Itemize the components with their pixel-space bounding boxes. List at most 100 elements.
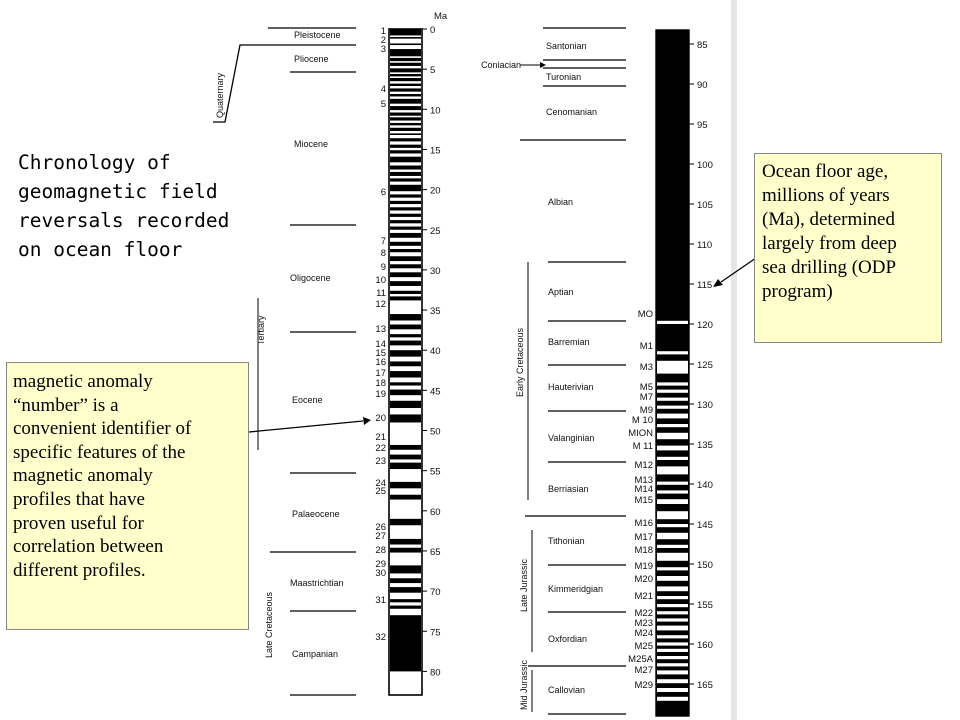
left-age-tick-label: 80 bbox=[430, 667, 441, 678]
right-anomaly-label: M25 bbox=[635, 641, 653, 652]
left-polarity-band bbox=[390, 605, 421, 609]
right-polarity-band bbox=[657, 424, 688, 428]
right-polarity-band bbox=[657, 544, 688, 548]
left-age-tick-label: 30 bbox=[430, 266, 441, 277]
left-anomaly-number: 6 bbox=[381, 187, 386, 198]
right-polarity-band bbox=[657, 351, 688, 355]
left-anomaly-number: 1 bbox=[381, 26, 386, 37]
right-polarity-band bbox=[657, 389, 688, 393]
left-anomaly-number: 23 bbox=[375, 456, 386, 467]
note-line: (Ma), determined bbox=[762, 209, 895, 230]
left-age-tick-label: 0 bbox=[430, 25, 435, 36]
right-anomaly-label: M24 bbox=[635, 628, 653, 639]
right-polarity-band bbox=[657, 688, 688, 692]
period-late-jurassic: Late Jurassic bbox=[519, 558, 529, 612]
note-line: profiles that have bbox=[13, 488, 145, 510]
left-anomaly-number: 21 bbox=[375, 432, 386, 443]
left-polarity-band bbox=[390, 547, 421, 553]
right-age-tick-label: 155 bbox=[697, 600, 713, 611]
stage-barremian: Barremian bbox=[548, 337, 590, 347]
left-anomaly-number: 15 bbox=[375, 348, 386, 359]
left-box-pointer bbox=[248, 417, 371, 433]
right-polarity-band bbox=[657, 397, 688, 401]
left-age-tick-label: 45 bbox=[430, 386, 441, 397]
right-age-tick-label: 85 bbox=[697, 40, 708, 51]
left-polarity-band bbox=[390, 57, 421, 62]
left-polarity-band bbox=[390, 587, 421, 593]
stage-tithonian: Tithonian bbox=[548, 536, 585, 546]
right-polarity-band bbox=[657, 382, 688, 386]
right-polarity-band bbox=[657, 360, 688, 374]
right-age-tick-label: 140 bbox=[697, 480, 713, 491]
right-polarity-band bbox=[657, 618, 688, 622]
left-polarity-band bbox=[390, 178, 421, 182]
right-age-tick-label: 90 bbox=[697, 80, 708, 91]
right-anomaly-label: M21 bbox=[635, 591, 653, 602]
left-polarity-band bbox=[390, 232, 421, 238]
note-line: magnetic anomaly bbox=[13, 371, 153, 392]
left-polarity-band bbox=[390, 296, 421, 301]
left-polarity-band bbox=[390, 615, 421, 672]
right-anomaly-label: M19 bbox=[635, 561, 653, 572]
left-polarity-band bbox=[390, 88, 421, 92]
left-polarity-band bbox=[390, 462, 421, 470]
left-polarity-band bbox=[390, 290, 421, 294]
left-polarity-band bbox=[390, 256, 421, 262]
left-polarity-band bbox=[390, 314, 421, 321]
left-age-unit-label: Ma bbox=[434, 11, 448, 22]
right-anomaly-label: M18 bbox=[635, 545, 653, 556]
right-anomaly-label: M27 bbox=[635, 665, 653, 676]
title-line: on ocean floor bbox=[18, 238, 183, 261]
period-quaternary: Quaternary bbox=[215, 72, 225, 118]
right-age-axis: 8590951001051101151201251301351401451501… bbox=[689, 40, 713, 691]
left-anomaly-number: 13 bbox=[375, 324, 386, 335]
note-line: sea drilling (ODP bbox=[762, 257, 897, 278]
epoch-campanian: Campanian bbox=[292, 649, 338, 659]
left-polarity-band bbox=[390, 68, 421, 73]
right-polarity-band bbox=[657, 511, 688, 520]
left-age-tick-label: 40 bbox=[430, 346, 441, 357]
left-polarity-band bbox=[390, 444, 421, 450]
left-polarity-band bbox=[390, 165, 421, 170]
right-polarity-band bbox=[657, 604, 688, 608]
right-anomaly-label: M3 bbox=[640, 362, 653, 373]
right-age-tick-label: 125 bbox=[697, 360, 713, 371]
left-polarity-band bbox=[390, 77, 421, 82]
left-age-tick-label: 60 bbox=[430, 507, 441, 518]
right-polarity-band bbox=[657, 524, 688, 528]
left-age-tick-label: 35 bbox=[430, 306, 441, 317]
right-polarity-band bbox=[657, 696, 688, 701]
coniacian-arrow bbox=[520, 62, 546, 68]
left-polarity-band bbox=[390, 220, 421, 224]
note-line: millions of years bbox=[762, 185, 890, 206]
left-anomaly-number: 9 bbox=[381, 262, 386, 273]
right-anomaly-label: M17 bbox=[635, 532, 653, 543]
quaternary-bracket bbox=[213, 44, 270, 123]
left-age-tick-label: 75 bbox=[430, 627, 441, 638]
period-tertiary: Tertiary bbox=[256, 315, 266, 345]
left-polarity-band bbox=[390, 207, 421, 211]
stage-callovian: Callovian bbox=[548, 685, 585, 695]
left-polarity-band bbox=[390, 518, 421, 526]
right-polarity-band bbox=[657, 405, 688, 409]
right-polarity-band bbox=[657, 567, 688, 571]
left-anomaly-number: 8 bbox=[381, 248, 386, 259]
left-polarity-band bbox=[390, 340, 421, 346]
left-anomaly-number: 7 bbox=[381, 236, 386, 247]
left-age-tick-label: 65 bbox=[430, 547, 441, 558]
right-polarity-band bbox=[657, 670, 688, 675]
right-age-tick-label: 130 bbox=[697, 400, 713, 411]
right-polarity-band bbox=[657, 413, 688, 419]
note-line: specific features of the bbox=[13, 441, 186, 463]
left-polarity-band bbox=[390, 400, 421, 409]
right-polarity-band bbox=[657, 445, 688, 451]
stage-aptian: Aptian bbox=[548, 287, 574, 297]
left-polarity-band bbox=[390, 264, 421, 269]
stage-cenomanian: Cenomanian bbox=[546, 107, 597, 117]
right-polarity-band bbox=[657, 656, 688, 660]
left-polarity-band bbox=[390, 281, 421, 286]
left-anomaly-number: 25 bbox=[375, 486, 386, 497]
right-normal-polarity-bands bbox=[657, 320, 688, 701]
